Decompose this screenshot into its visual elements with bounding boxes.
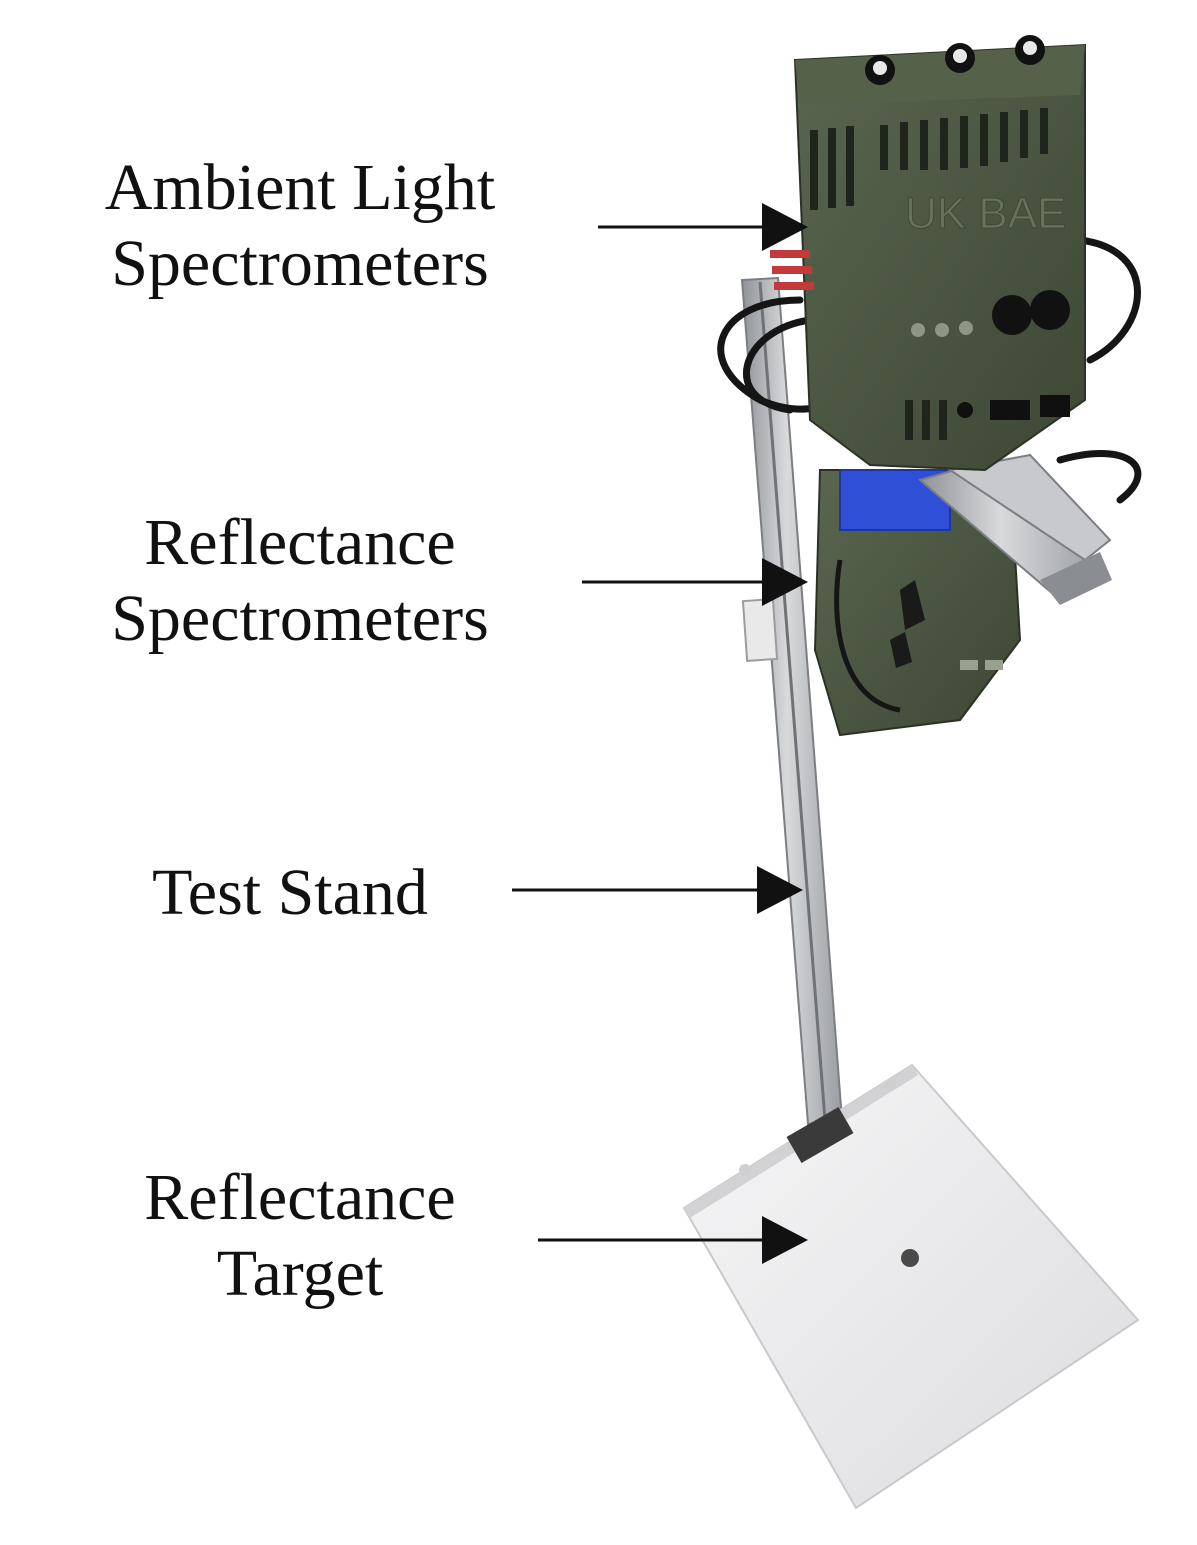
device-marking: UK BAE: [905, 189, 1066, 238]
target-center-hole: [901, 1249, 919, 1267]
label-line: Test Stand: [152, 856, 428, 929]
label-line: Ambient Light: [104, 151, 496, 224]
label-test-stand: Test Stand: [60, 855, 520, 931]
label-reflectance-target: Reflectance Target: [60, 1160, 540, 1312]
test-stand-rail: [740, 276, 844, 1126]
label-line: Target: [216, 1237, 384, 1310]
ambient-spectrometer-box: UK BAE: [770, 35, 1086, 472]
arrow-ambient: [598, 203, 808, 251]
label-ambient-light-spectrometers: Ambient Light Spectrometers: [40, 150, 560, 302]
label-line: Reflectance: [144, 1161, 456, 1234]
label-reflectance-spectrometers: Reflectance Spectrometers: [40, 505, 560, 657]
label-line: Reflectance: [144, 506, 456, 579]
side-rails: [917, 453, 1112, 605]
arrow-reflectance-target: [538, 1216, 808, 1264]
arrow-test-stand: [512, 866, 803, 914]
label-line: Spectrometers: [111, 227, 489, 300]
label-line: Spectrometers: [111, 582, 489, 655]
button-left-icon: [992, 295, 1032, 335]
button-right-icon: [1030, 290, 1070, 330]
arrow-reflectance-spectrometers: [582, 558, 808, 606]
reflectance-target: [682, 1063, 1140, 1510]
reflectance-spectrometer-box: [813, 469, 1022, 737]
